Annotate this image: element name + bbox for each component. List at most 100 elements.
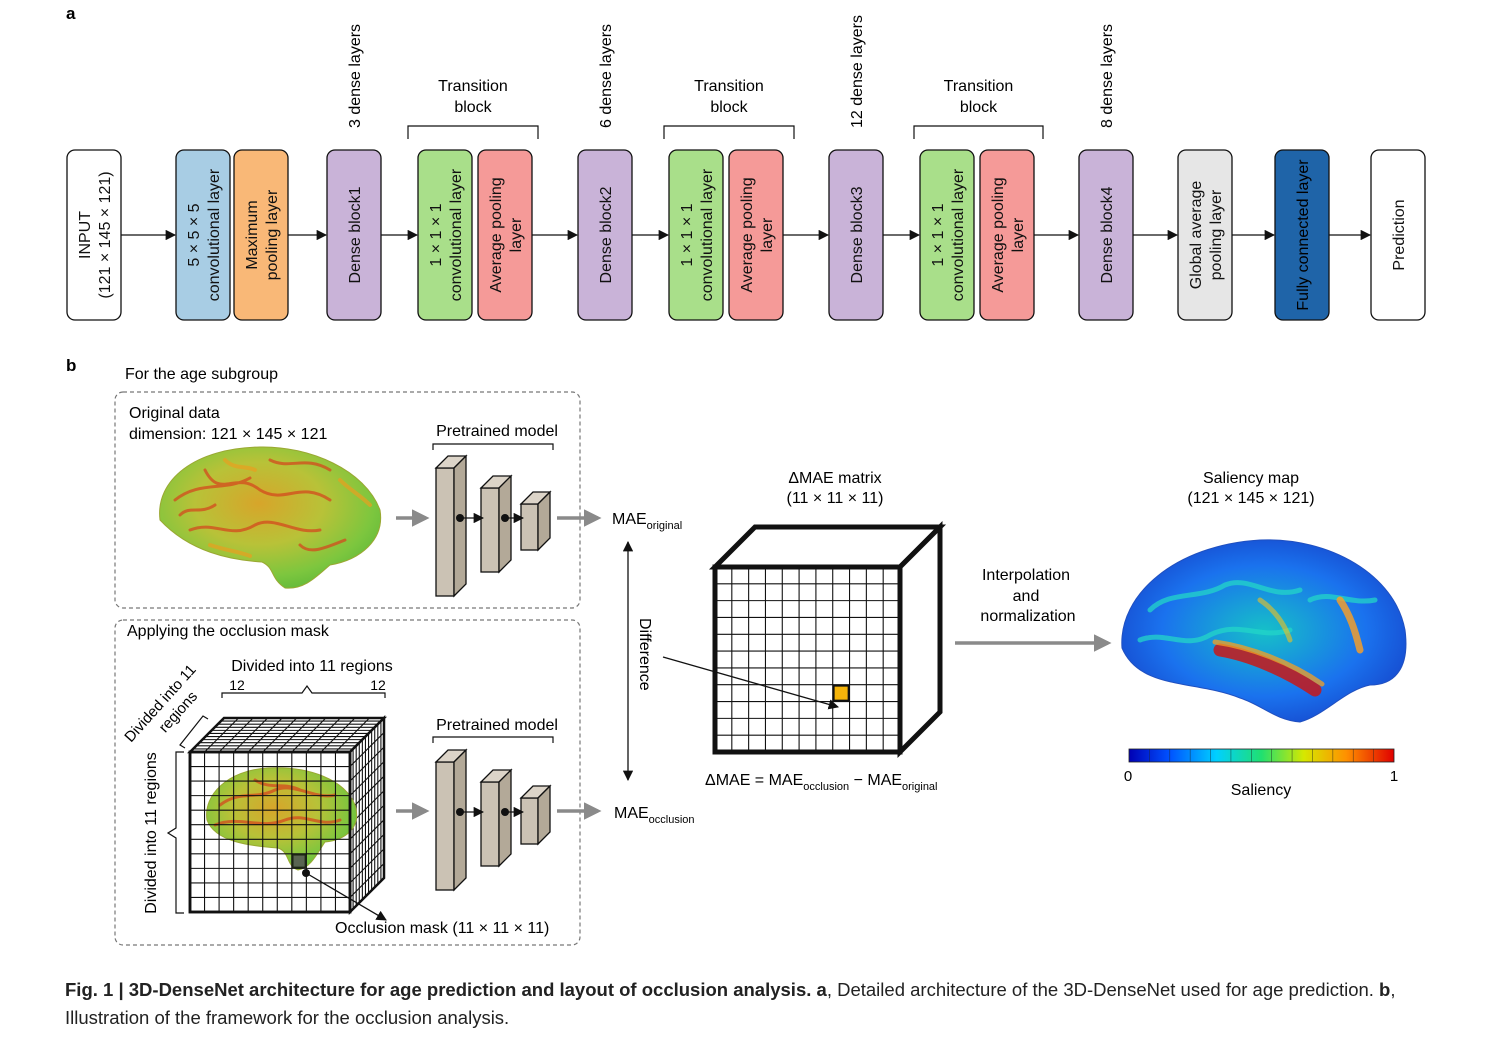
interp-label-3: normalization [980,608,1075,625]
modelTop-slab-side-2 [498,474,512,574]
modelTop-slab-1 [435,467,455,597]
modelTop-connector-dot-2 [501,514,509,522]
transition-label-1-1: Transition [438,78,508,95]
modelTop-slab-side-3 [537,490,551,552]
transition-bracket-1 [407,125,539,139]
dmaeCube-side-face [897,520,943,759]
pretrained-bracket-top [432,443,554,450]
dmaeCube-front-border [712,564,903,755]
pretrained-model-bottom [434,748,552,892]
arch-block-5-label-2: convolutional layer [448,168,465,301]
arch-block-4-label-1: Dense block1 [347,186,364,283]
pretrained-bracket-bottom [432,736,554,743]
arch-block-15-label-1: Fully connected layer [1295,159,1312,311]
num-left-label: 12 [229,677,245,693]
dmae-highlight-cell [832,684,850,702]
occlusion-mask-cell [292,854,307,869]
arch-block-13-label-1: Dense block4 [1099,186,1116,283]
pretrained-label-bottom: Pretrained model [436,717,558,734]
dmae-matrix-cube [708,520,947,759]
occCube-side-grid-h-10 [349,863,385,898]
caption-bold: Fig. 1 | 3D-DenseNet architecture for ag… [65,979,812,1000]
divided-left-bracket [166,751,184,914]
saliency-dimension: (121 × 145 × 121) [1187,490,1314,507]
arch-block-11-label-1: 1 × 1 × 1 [930,203,947,266]
occCube-side-grid-h-9 [349,848,385,884]
panel-a-letter: a [66,4,76,23]
arch-block-14-label-2: pooling layer [1208,189,1225,280]
occCube-front-border [188,750,352,914]
arch-block-1-label-2: (121 × 145 × 121) [97,171,114,298]
group-title: For the age subgroup [125,366,278,383]
modelBot-slab-2 [480,781,500,867]
saliency-title: Saliency map [1203,470,1299,487]
modelTop-slab-side-1 [453,454,467,598]
arch-block-6-label-1: Average pooling [488,177,505,292]
pretrained-label-top: Pretrained model [436,423,558,440]
divided-diag-bracket [179,715,209,749]
figure-caption: Fig. 1 | 3D-DenseNet architecture for ag… [65,976,1445,1032]
arch-block-8-label-2: convolutional layer [699,168,716,301]
arch-block-6-label-2: layer [508,217,525,252]
arch-block-14-label-1: Global average [1188,181,1205,290]
modelTop-slab-2 [480,487,500,573]
transition-label-2-2: block [710,99,748,116]
modelBot-connector-dot-1 [456,808,464,816]
arch-block-12-label-2: layer [1010,217,1027,252]
caption-b-letter: b [1379,979,1391,1000]
arch-block-9-label-1: Average pooling [739,177,756,292]
arch-block-12-label-1: Average pooling [990,177,1007,292]
dmae-dimension: (11 × 11 × 11) [787,490,884,507]
dense-layers-label-2: 6 dense layers [598,24,615,128]
transition-bracket-2 [663,125,795,139]
arch-block-8-label-1: 1 × 1 × 1 [679,203,696,266]
original-brain-image [159,446,382,589]
modelBot-slab-side-3 [537,784,551,846]
dmae-title: ΔMAE matrix [788,470,881,487]
arch-block-10-label-1: Dense block3 [849,186,866,283]
saliency-brain-image [1121,539,1407,723]
occlusion-mask-dot [302,869,310,877]
caption-a-text: , Detailed architecture of the 3D-DenseN… [826,979,1374,1000]
arch-block-1-label-1: INPUT [77,211,94,259]
transition-label-3-1: Transition [944,78,1014,95]
original-data-title: Original data [129,405,220,422]
modelTop-connector-dot-1 [456,514,464,522]
transition-bracket-3 [913,125,1044,139]
occCube-top-grid-10 [335,717,370,753]
occlusion-grid-cube [186,714,388,916]
original-data-dimension: dimension: 121 × 145 × 121 [129,426,327,443]
arch-block-5-label-1: 1 × 1 × 1 [428,203,445,266]
divided-left-label: Divided into 11 regions [143,752,160,914]
arch-block-9-label-2: layer [759,217,776,252]
interp-label-1: Interpolation [982,567,1070,584]
difference-label: Difference [636,618,653,691]
occlusion-box-title: Applying the occlusion mask [127,623,330,640]
transition-label-2-1: Transition [694,78,764,95]
arch-block-2-label-1: 5 × 5 × 5 [186,203,203,266]
arch-block-11-label-2: convolutional layer [950,168,967,301]
occlusion-mask-label: Occlusion mask (11 × 11 × 11) [335,920,549,937]
transition-label-3-2: block [960,99,998,116]
modelBot-connector-dot-2 [501,808,509,816]
colorbar-min: 0 [1124,768,1132,785]
transition-label-1-2: block [454,99,492,116]
mae-original-label: MAEoriginal [612,511,682,532]
arch-block-3-label-2: pooling layer [264,189,281,280]
modelBot-slab-side-1 [453,748,467,892]
divided-top-bracket [221,684,386,698]
dmaeCube-front-face [712,564,903,755]
panel-b-letter: b [66,356,76,375]
colorbar-ticks [1149,749,1374,762]
dmae-formula: ΔMAE = MAEocclusion − MAEoriginal [705,772,938,793]
modelBot-slab-3 [520,797,539,845]
original-data-box [114,391,581,609]
dense-layers-label-1: 3 dense layers [347,24,364,128]
arch-block-7-label-1: Dense block2 [598,186,615,283]
colorbar-max: 1 [1390,768,1398,785]
mae-occlusion-label: MAEocclusion [614,805,695,826]
occlusion-data-box [114,619,581,946]
modelBot-slab-1 [435,761,455,891]
arch-block-16-label-1: Prediction [1391,199,1408,270]
